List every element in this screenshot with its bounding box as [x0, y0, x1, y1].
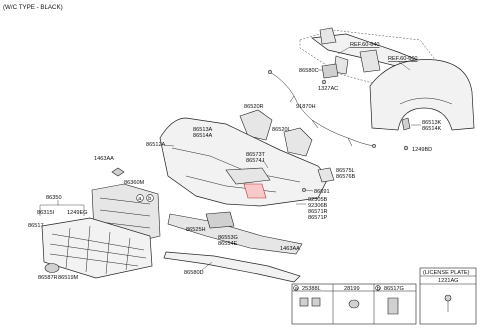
label-1463aa-left: 1463AA [94, 156, 114, 162]
label-86517: 86517 [28, 223, 44, 229]
callout-b: b [146, 194, 154, 202]
label-86587r: 86587R [38, 275, 58, 281]
label-86520l: 86520L [272, 127, 291, 133]
label-92305b: 92305B [308, 197, 328, 203]
label-86514k: 86514K [422, 126, 442, 132]
license-plate-part: 1221AG [438, 278, 459, 284]
label-1249eg: 1249EG [67, 210, 88, 216]
label-1327ac: 1327AC [318, 86, 338, 92]
bumper-cover [159, 117, 329, 207]
label-86575l: 86575L [336, 168, 355, 174]
wiring-harness [268, 70, 376, 148]
label-86514a: 86514A [193, 133, 213, 139]
label-86580d: 86580D [184, 270, 204, 276]
callout-a: a [136, 194, 144, 202]
bracket-86520r [239, 109, 273, 141]
radiator-grille-86350 [41, 217, 153, 279]
label-86554e: 86554E [218, 241, 238, 247]
label-86513k: 86513K [422, 120, 442, 126]
label-86691: 86691 [314, 189, 330, 195]
side-bracket-86513k [401, 117, 411, 131]
license-plate-title: (LICENSE PLATE) [423, 270, 470, 276]
svg-text:b: b [377, 286, 380, 292]
diagram-title: (W/C TYPE - BLACK) [3, 4, 63, 11]
label-86350: 86350 [46, 195, 62, 201]
clip-1463aa-icon [111, 167, 125, 177]
label-86571r: 86571R [308, 209, 328, 215]
legend-cell-3: b 86517G [375, 285, 404, 315]
label-86574j: 86574J [246, 158, 265, 164]
label-86360m: 86360M [124, 180, 145, 186]
label-91870h: 91870H [296, 104, 316, 110]
svg-text:25388L: 25388L [302, 286, 321, 292]
screw-icon-license [444, 294, 452, 312]
fender [369, 59, 475, 131]
label-86576b: 86576B [336, 174, 356, 180]
label-86580c: 86580C [299, 68, 319, 74]
label-86571p: 86571P [308, 215, 328, 221]
ref-label-1[interactable]: REF.60-640 [350, 42, 380, 48]
label-92306b: 92306B [308, 203, 328, 209]
bracket-86520l [283, 127, 313, 157]
svg-text:a: a [295, 286, 299, 292]
svg-text:a: a [138, 196, 142, 202]
label-1249bd-right: 1249BD [412, 147, 432, 153]
label-1463aa-right: 1463AA [280, 246, 300, 252]
legend-cell-2: 28199 [344, 286, 360, 309]
svg-text:b: b [148, 196, 151, 202]
screw-icon [403, 145, 409, 151]
label-86553g: 86553G [218, 235, 238, 241]
bracket-86553g [205, 211, 235, 229]
label-86315i: 86315I [37, 210, 55, 216]
garnish-86575l [317, 167, 335, 183]
svg-text:28199: 28199 [344, 286, 360, 292]
label-86519m: 86519M [58, 275, 79, 281]
label-86520r: 86520R [244, 104, 264, 110]
label-86513a: 86513A [193, 127, 213, 133]
lip-86580d [163, 251, 301, 283]
ref-label-2[interactable]: REF.60-660 [388, 56, 418, 62]
bolt-icon [321, 79, 327, 85]
label-86512a: 86512A [146, 142, 166, 148]
legend-cell-1: a 25388L [293, 285, 321, 307]
clip-icon [302, 188, 306, 192]
emblem-86587r [44, 263, 60, 273]
lower-grille [167, 213, 303, 255]
bracket-86580c [321, 63, 339, 79]
svg-text:86517G: 86517G [384, 286, 404, 292]
label-86573t: 86573T [246, 152, 266, 158]
label-86525h: 86525H [186, 227, 206, 233]
